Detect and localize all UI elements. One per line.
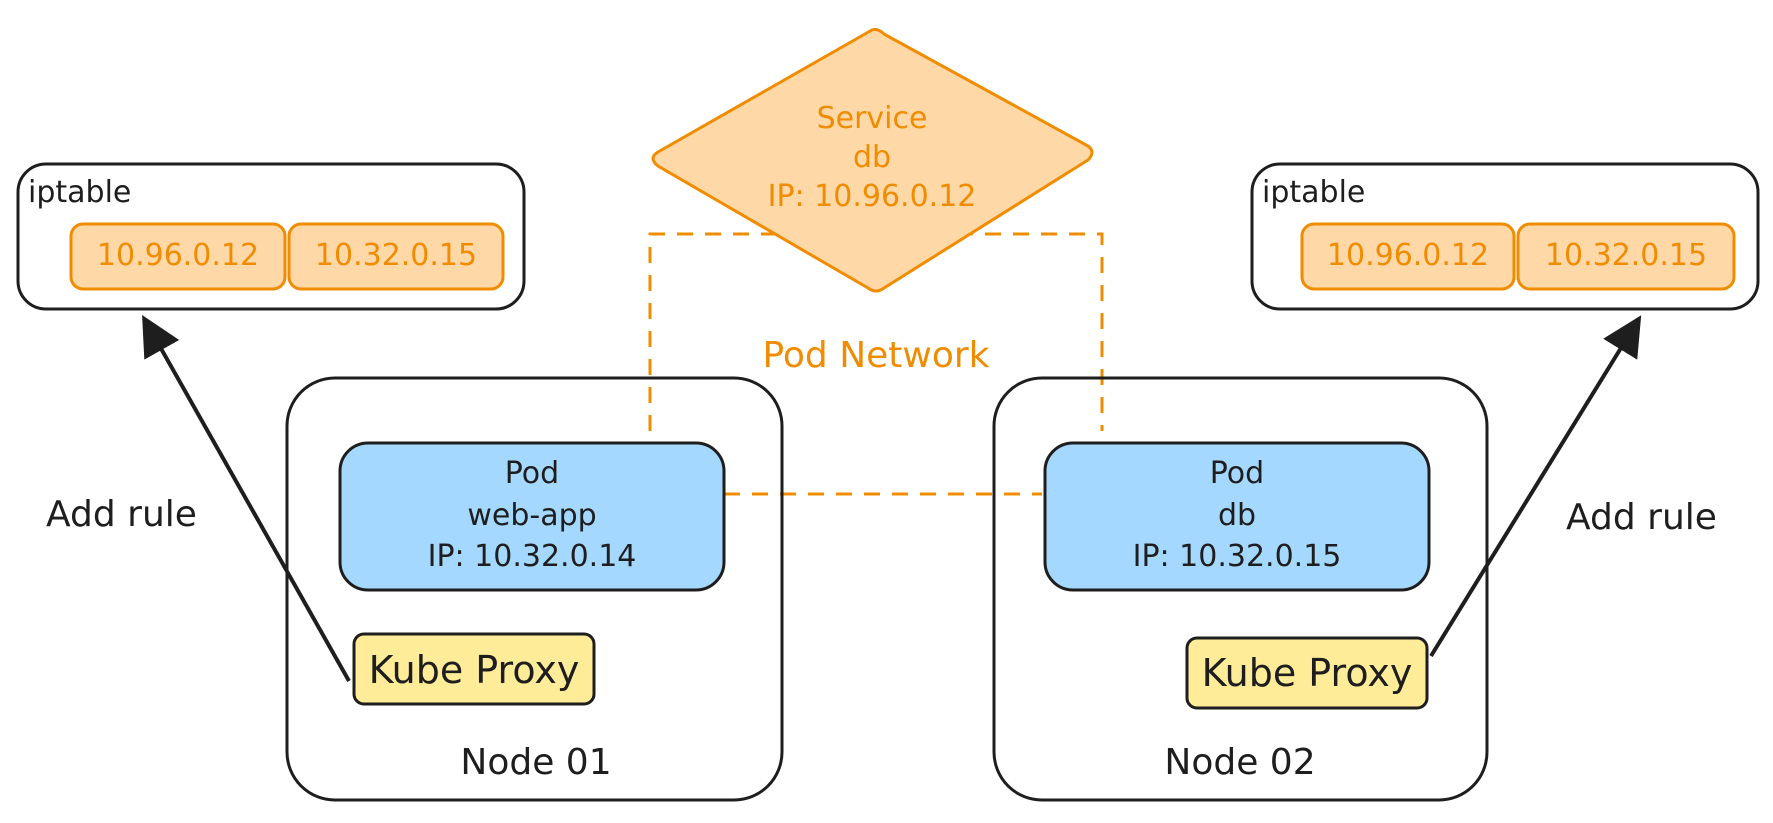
service-diamond: Service db IP: 10.96.0.12 xyxy=(651,28,1094,293)
iptable-left-title: iptable xyxy=(28,175,131,210)
iptable-right: iptable 10.96.0.12 10.32.0.15 xyxy=(1250,162,1760,311)
node-01-label: Node 01 xyxy=(460,742,611,783)
pod-network-label: Pod Network xyxy=(762,335,989,376)
node-02-box xyxy=(992,376,1489,802)
iptable-right-entry-2-text: 10.32.0.15 xyxy=(1545,238,1707,273)
iptable-left-entry-2 xyxy=(287,222,505,291)
pod-web-app-ip: IP: 10.32.0.14 xyxy=(428,539,637,574)
pod-db-ip: IP: 10.32.0.15 xyxy=(1133,539,1342,574)
add-rule-label-left: Add rule xyxy=(46,494,197,535)
iptable-right-entry-2 xyxy=(1516,222,1736,291)
service-ip: IP: 10.96.0.12 xyxy=(768,179,977,214)
add-rule-arrow-left xyxy=(142,315,351,682)
pod-web-app-title: Pod xyxy=(505,456,559,491)
service-shape xyxy=(651,28,1094,293)
kube-proxy-node-01 xyxy=(352,632,596,706)
node-02-label: Node 02 xyxy=(1164,742,1315,783)
pod-db-name: db xyxy=(1218,498,1256,533)
node-01: Pod web-app IP: 10.32.0.14 Kube Proxy No… xyxy=(285,376,784,802)
node-02: Pod db IP: 10.32.0.15 Kube Proxy Node 02 xyxy=(992,376,1489,802)
pod-db xyxy=(1043,441,1431,592)
kube-proxy-node-02-label: Kube Proxy xyxy=(1202,651,1413,695)
iptable-left-entry-1 xyxy=(69,222,287,291)
iptable-left-entry-2-text: 10.32.0.15 xyxy=(315,238,477,273)
pod-web-app-name: web-app xyxy=(467,498,596,533)
add-rule-label-right: Add rule xyxy=(1566,497,1717,538)
iptable-right-entry-1 xyxy=(1300,222,1516,291)
iptable-left-entry-1-text: 10.96.0.12 xyxy=(97,238,259,273)
pod-db-title: Pod xyxy=(1210,456,1264,491)
node-01-box xyxy=(285,376,784,802)
pod-web-app xyxy=(338,441,726,592)
iptable-left: iptable 10.96.0.12 10.32.0.15 xyxy=(16,162,526,311)
add-rule-arrow-right xyxy=(1429,315,1642,658)
service-name: db xyxy=(853,140,891,175)
kube-proxy-node-02 xyxy=(1185,636,1429,710)
kube-proxy-node-01-label: Kube Proxy xyxy=(369,648,580,692)
iptable-right-title: iptable xyxy=(1262,175,1365,210)
iptable-right-entry-1-text: 10.96.0.12 xyxy=(1327,238,1489,273)
service-title: Service xyxy=(817,101,928,136)
